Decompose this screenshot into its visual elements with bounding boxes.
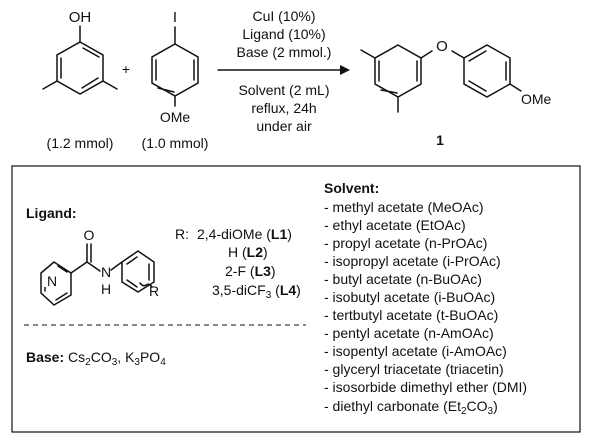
ligand-structure: N O N H R bbox=[40, 227, 159, 306]
condition-atmosphere: under air bbox=[256, 118, 312, 134]
condition-temperature: reflux, 24h bbox=[251, 100, 316, 116]
ligand-title: Ligand: bbox=[26, 205, 77, 221]
product-label: 1 bbox=[436, 132, 444, 148]
iodine-label: I bbox=[173, 9, 177, 26]
r-group-label: R bbox=[149, 283, 159, 299]
amide-nitrogen-label: N bbox=[101, 264, 111, 280]
reactant1-amount: (1.2 mmol) bbox=[47, 135, 114, 151]
condition-ligand: Ligand (10%) bbox=[242, 26, 325, 42]
reactant2-amount: (1.0 mmol) bbox=[142, 135, 209, 151]
solvent-item: - tertbutyl acetate (t-BuOAc) bbox=[324, 307, 498, 323]
ether-oxygen-label: O bbox=[436, 38, 448, 55]
reactant-iodoanisole-structure: I OMe bbox=[151, 9, 199, 125]
pyridine-nitrogen-label: N bbox=[47, 273, 57, 289]
r-group-prefix: R: bbox=[175, 226, 189, 242]
solvent-title: Solvent: bbox=[324, 180, 379, 196]
solvent-item: - propyl acetate (n-PrOAc) bbox=[324, 235, 487, 251]
solvent-item: - methyl acetate (MeOAc) bbox=[324, 199, 484, 215]
solvent-item: - glyceryl triacetate (triacetin) bbox=[324, 361, 504, 377]
amide-hydrogen-label: H bbox=[101, 281, 111, 297]
solvent-item: - isosorbide dimethyl ether (DMI) bbox=[324, 379, 527, 395]
r-group-l4: 3,5-diCF3 (L4) bbox=[212, 282, 301, 301]
condition-catalyst: CuI (10%) bbox=[252, 8, 315, 24]
reaction-conditions-above: CuI (10%) Ligand (10%) Base (2 mmol.) bbox=[237, 8, 332, 60]
solvent-item: - pentyl acetate (n-AmOAc) bbox=[324, 325, 494, 341]
solvent-list: - methyl acetate (MeOAc) - ethyl acetate… bbox=[324, 199, 527, 417]
solvent-item: - isobutyl acetate (i-BuOAc) bbox=[324, 289, 495, 305]
r-group-l1: 2,4-diOMe (L1) bbox=[197, 226, 292, 242]
solvent-item: - isopentyl acetate (i-AmOAc) bbox=[324, 343, 507, 359]
hydroxyl-label: OH bbox=[69, 9, 92, 26]
r-group-l3: 2-F (L3) bbox=[225, 263, 276, 279]
solvent-item: - butyl acetate (n-BuOAc) bbox=[324, 271, 482, 287]
methoxy-label: OMe bbox=[160, 109, 191, 125]
solvent-item-last: - diethyl carbonate (Et2CO3) bbox=[324, 398, 498, 417]
condition-base: Base (2 mmol.) bbox=[237, 44, 332, 60]
carbonyl-oxygen-label: O bbox=[84, 227, 95, 243]
reactant-phenol-structure: OH bbox=[42, 9, 118, 95]
product-methoxy-label: OMe bbox=[521, 91, 552, 107]
r-group-l2: H (L2) bbox=[228, 244, 268, 260]
product-structure: O OMe bbox=[360, 38, 552, 113]
solvent-item: - ethyl acetate (EtOAc) bbox=[324, 217, 466, 233]
base-line: Base: Cs2CO3, K3PO4 bbox=[26, 349, 166, 368]
plus-sign: + bbox=[122, 61, 130, 77]
reaction-conditions-below: Solvent (2 mL) reflux, 24h under air bbox=[238, 82, 329, 134]
reaction-arrow-head bbox=[340, 65, 350, 75]
condition-solvent: Solvent (2 mL) bbox=[238, 82, 329, 98]
solvent-item: - isopropyl acetate (i-PrOAc) bbox=[324, 253, 501, 269]
conditions-box bbox=[11, 165, 581, 433]
